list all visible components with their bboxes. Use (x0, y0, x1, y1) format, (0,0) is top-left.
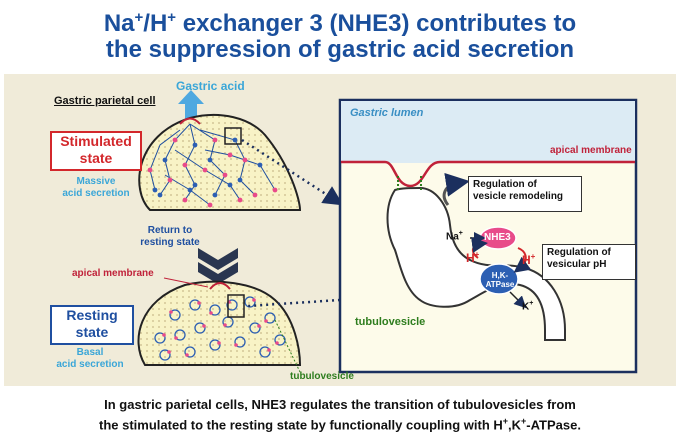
gastric-acid-label: Gastric acid (176, 79, 245, 93)
stimulated-line1: Stimulated (60, 133, 132, 149)
zoom-panel (338, 98, 638, 374)
h-arrow-left (471, 237, 488, 259)
caption-line-1: In gastric parietal cells, NHE3 regulate… (104, 397, 576, 412)
apical-pointer-left (163, 277, 209, 288)
tubulovesicle-pointer-left (274, 319, 301, 373)
zoom-arrow-stimulated (241, 138, 344, 206)
na-label: Na+ (446, 230, 463, 243)
atpase-label: H,K-ATPase (485, 271, 515, 289)
hk-atpase-pump (479, 263, 519, 295)
cell-label: Gastric parietal cell (54, 95, 156, 107)
h-label-left: H+ (466, 250, 480, 265)
resting-cell (137, 280, 302, 366)
k-label: K+ (522, 300, 534, 313)
tubulovesicle-label-left: tubulovesicle (290, 371, 354, 382)
h-label-right: H+ (522, 252, 536, 267)
return-chevrons (198, 248, 238, 284)
apical-membrane-label-left: apical membrane (72, 268, 154, 279)
nhe3-label: NHE3 (484, 232, 511, 243)
gastric-lumen-label: Gastric lumen (350, 107, 424, 119)
tubulovesicle-label-right: tubulovesicle (355, 316, 426, 328)
resting-line1: Resting (66, 307, 118, 323)
k-arrow (509, 291, 527, 309)
gastric-acid-arrow (178, 90, 204, 120)
title-line-2: the suppression of gastric acid secretio… (105, 36, 575, 63)
h-arrow-right (513, 247, 532, 273)
title-line-1: Na+/H+ exchanger 3 (NHE3) contributes to (103, 9, 577, 37)
caption-line-2: the stimulated to the resting state by f… (99, 416, 581, 433)
apical-membrane-label-right: apical membrane (550, 145, 632, 156)
caption: In gastric parietal cells, NHE3 regulate… (0, 396, 680, 433)
stimulated-cell (138, 113, 302, 211)
stimulated-line2: state (79, 150, 113, 166)
resting-line2: state (75, 324, 109, 340)
